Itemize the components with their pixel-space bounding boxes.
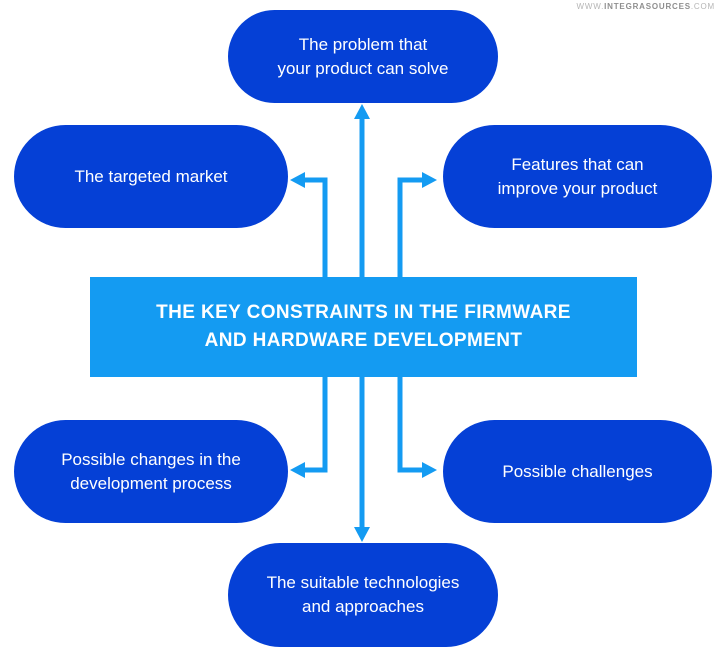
- watermark: WWW.INTEGRASOURCES.COM: [577, 2, 716, 11]
- node-problem-label: The problem that your product can solve: [277, 34, 449, 78]
- node-features: Features that can improve your product: [443, 125, 712, 228]
- node-possible-challenges-label: Possible challenges: [502, 461, 653, 481]
- arrow-elbow-right-top-icon: [397, 172, 437, 279]
- node-suitable-technologies: The suitable technologies and approaches: [228, 543, 498, 647]
- watermark-suffix: .COM: [690, 2, 715, 11]
- watermark-brand: INTEGRASOURCES: [604, 2, 691, 11]
- node-possible-challenges: Possible challenges: [443, 420, 712, 523]
- node-possible-changes: Possible changes in the development proc…: [14, 420, 288, 523]
- watermark-prefix: WWW.: [576, 2, 605, 11]
- center-title-box: THE KEY CONSTRAINTS IN THE FIRMWARE AND …: [90, 277, 637, 377]
- arrow-down-icon: [354, 375, 370, 542]
- center-title: THE KEY CONSTRAINTS IN THE FIRMWARE AND …: [156, 302, 571, 351]
- arrow-elbow-left-top-icon: [290, 172, 328, 279]
- arrow-elbow-left-bottom-icon: [290, 375, 328, 478]
- arrow-up-icon: [354, 104, 370, 279]
- node-targeted-market: The targeted market: [14, 125, 288, 228]
- node-problem: The problem that your product can solve: [228, 10, 498, 103]
- node-targeted-market-label: The targeted market: [74, 166, 228, 186]
- node-suitable-technologies-label: The suitable technologies and approaches: [266, 573, 460, 616]
- arrow-elbow-right-bottom-icon: [397, 375, 437, 478]
- node-possible-changes-label: Possible changes in the development proc…: [61, 449, 241, 493]
- node-features-label: Features that can improve your product: [497, 154, 658, 198]
